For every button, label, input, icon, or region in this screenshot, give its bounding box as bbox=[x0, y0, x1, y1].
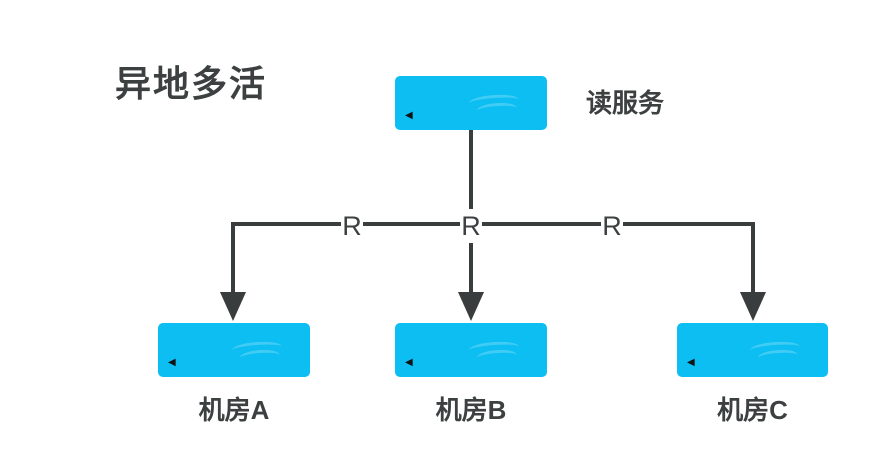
datacenter-b-node: ◀ bbox=[395, 323, 547, 377]
datacenter-a-node: ◀ bbox=[158, 323, 310, 377]
node-marker-icon: ◀ bbox=[168, 357, 176, 368]
arrowhead-b-icon bbox=[458, 292, 484, 321]
read-service-node: ◀ bbox=[395, 76, 547, 130]
datacenter-b-label: 机房B bbox=[435, 395, 507, 425]
datacenter-a-label: 机房A bbox=[198, 395, 270, 425]
edge-label-r-left: R bbox=[341, 209, 363, 243]
datacenter-c-label: 机房C bbox=[717, 395, 788, 425]
edge-label-r-right: R bbox=[601, 209, 623, 243]
node-marker-icon: ◀ bbox=[687, 357, 695, 368]
shine-mark bbox=[750, 342, 802, 358]
edge-label-r-middle: R bbox=[460, 209, 482, 243]
node-marker-icon: ◀ bbox=[405, 357, 413, 368]
arrowhead-a-icon bbox=[220, 292, 246, 321]
read-service-label: 读服务 bbox=[556, 73, 694, 130]
node-marker-icon: ◀ bbox=[405, 110, 413, 121]
shine-mark bbox=[469, 342, 521, 358]
datacenter-c-node: ◀ bbox=[677, 323, 828, 377]
shine-mark bbox=[232, 342, 284, 358]
shine-mark bbox=[469, 95, 521, 111]
diagram-title: 异地多活 bbox=[49, 48, 333, 113]
arrowhead-c-icon bbox=[740, 292, 766, 321]
